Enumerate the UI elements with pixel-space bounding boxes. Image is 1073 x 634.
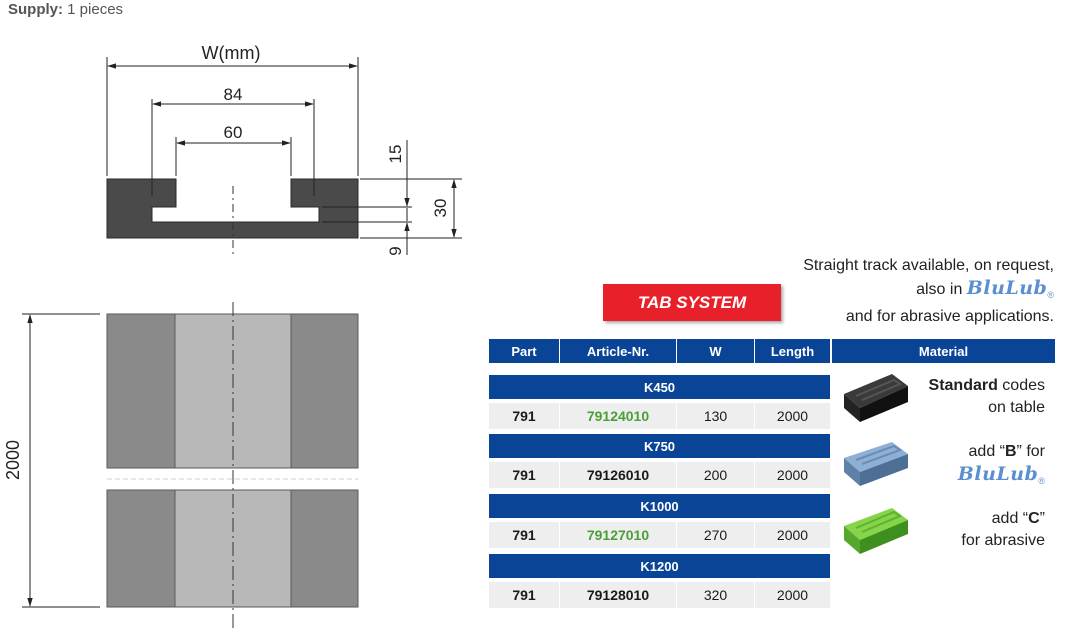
row-k1200-part: 791	[489, 582, 559, 608]
row-k450-length: 2000	[755, 403, 830, 429]
blue-profile-image	[844, 442, 908, 486]
row-k750-length: 2000	[755, 462, 830, 488]
dim-w-label: W(mm)	[202, 43, 261, 63]
header-part: Part	[489, 339, 559, 363]
profile-cross-section	[106, 178, 359, 239]
material-abrasive-code: C	[1028, 510, 1040, 527]
material-blulub-suffix: ” for	[1016, 443, 1045, 460]
note-line-1: Straight track available, on request,	[803, 257, 1054, 274]
row-k1000-w: 270	[677, 522, 754, 548]
dim-60-label: 60	[224, 123, 243, 142]
row-k450-part: 791	[489, 403, 559, 429]
row-k1200-length: 2000	[755, 582, 830, 608]
material-abrasive-prefix: add “	[991, 510, 1029, 527]
material-blulub-prefix: add “	[968, 443, 1005, 460]
row-k1000-length: 2000	[755, 522, 830, 548]
header-material: Material	[832, 339, 1055, 363]
note-line-3: and for abrasive applications.	[845, 308, 1054, 325]
row-k1000-part: 791	[489, 522, 559, 548]
group-k1000: K1000	[489, 494, 830, 518]
row-k750-article: 79126010	[560, 462, 676, 488]
group-k750: K750	[489, 434, 830, 458]
header-article: Article-Nr.	[560, 339, 676, 363]
dim-30-label: 30	[431, 199, 450, 218]
dim-15-label: 15	[386, 145, 405, 164]
supply-line: Supply: 1 pieces	[8, 1, 123, 18]
row-k1200-article: 79128010	[560, 582, 676, 608]
group-k450: K450	[489, 375, 830, 399]
availability-note: Straight track available, on request, al…	[803, 255, 1054, 328]
supply-label: Supply:	[8, 1, 63, 18]
row-k450-w: 130	[677, 403, 754, 429]
blulub-reg-mark: ®	[1047, 290, 1054, 300]
dim-9-label: 9	[386, 246, 405, 255]
note-line-2-prefix: also in	[916, 281, 963, 298]
row-k750-part: 791	[489, 462, 559, 488]
dim-84-label: 84	[224, 85, 243, 104]
header-length: Length	[755, 339, 830, 363]
blulub-logo: BluLub	[966, 277, 1048, 299]
material-abrasive-suffix: ”	[1039, 510, 1045, 527]
material-standard-line2: on table	[988, 399, 1045, 416]
group-k1200: K1200	[489, 554, 830, 578]
material-standard-bold: Standard	[928, 377, 998, 394]
technical-drawing: W(mm) 84 60 15 30 9 2000	[3, 43, 462, 632]
header-w: W	[677, 339, 754, 363]
row-k450-article: 79124010	[560, 403, 676, 429]
note-line-2: also in BluLub®	[803, 277, 1054, 306]
material-blulub-reg: ®	[1038, 476, 1045, 486]
tab-system-badge: TAB SYSTEM	[603, 284, 781, 321]
green-profile-image	[844, 508, 908, 554]
material-blulub-logo: BluLub	[957, 463, 1039, 485]
row-k1200-w: 320	[677, 582, 754, 608]
top-view-upper	[106, 313, 359, 469]
supply-value: 1 pieces	[67, 1, 124, 18]
material-abrasive: add “C” for abrasive	[961, 508, 1045, 552]
material-standard: Standard codes on table	[929, 375, 1045, 419]
material-blulub-code: B	[1004, 443, 1017, 460]
row-k1000-article: 79127010	[560, 522, 676, 548]
black-profile-image	[844, 374, 908, 422]
row-k750-w: 200	[677, 462, 754, 488]
dim-2000-label: 2000	[3, 440, 23, 480]
material-blulub: add “B” for BluLub®	[958, 441, 1045, 492]
material-abrasive-line2: for abrasive	[961, 532, 1045, 549]
material-standard-rest: codes	[997, 377, 1045, 394]
